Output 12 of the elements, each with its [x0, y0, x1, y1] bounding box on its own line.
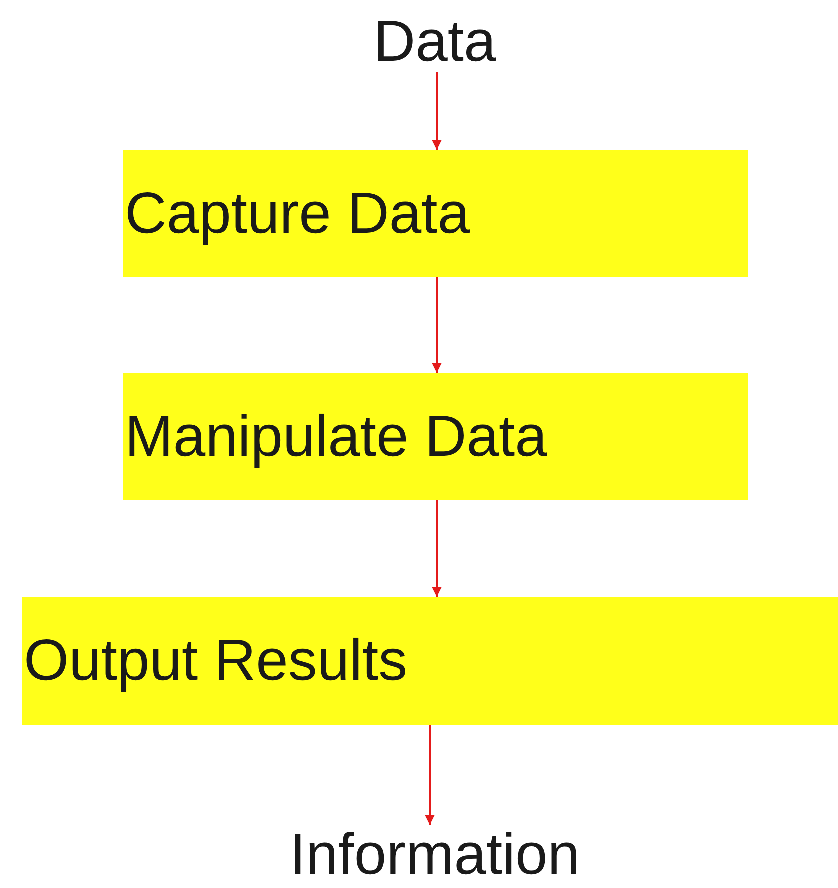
arrow [425, 725, 435, 825]
arrow [432, 500, 442, 597]
arrow [432, 277, 442, 373]
process-label: Capture Data [125, 184, 470, 242]
process-box [22, 597, 838, 725]
flow-label: Data [335, 12, 535, 72]
process-box [123, 150, 748, 277]
process-label: Manipulate Data [125, 408, 548, 466]
process-box [123, 373, 748, 500]
process-label: Output Results [24, 632, 408, 690]
flow-label: Information [240, 825, 630, 885]
arrow [432, 72, 442, 150]
